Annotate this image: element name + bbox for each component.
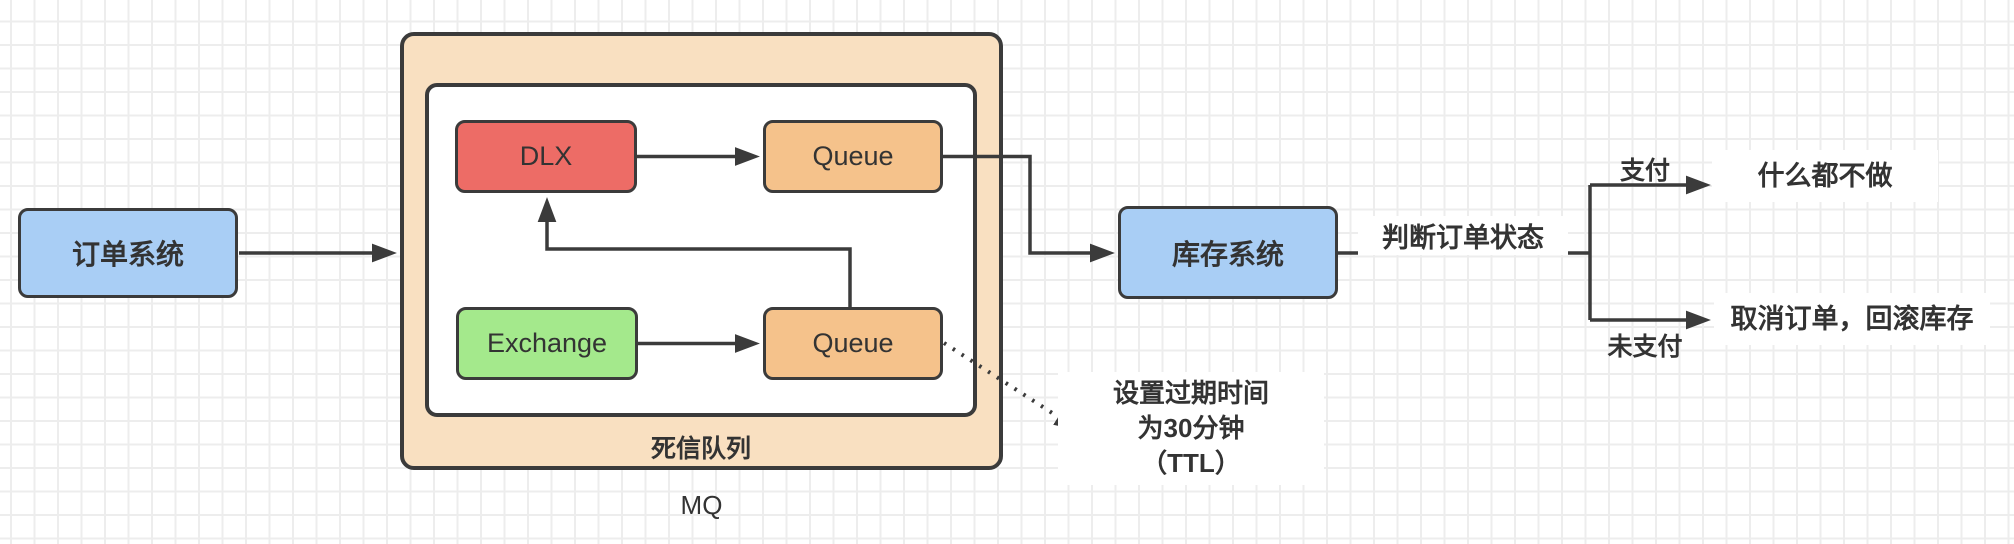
node-queue-bottom-label: Queue <box>812 328 894 358</box>
label-ttl-note-line1: 设置过期时间 <box>1112 378 1269 408</box>
node-exchange: Exchange <box>456 307 638 380</box>
label-judge-order-status: 判断订单状态 <box>1358 216 1568 255</box>
label-ttl-note-line3: （TTL） <box>1141 448 1241 478</box>
node-dlx: DLX <box>455 120 637 193</box>
label-unpaid: 未支付 <box>1607 333 1683 361</box>
node-exchange-label: Exchange <box>486 328 608 358</box>
label-do-nothing: 什么都不做 <box>1712 150 1938 202</box>
node-inventory-system: 库存系统 <box>1118 206 1338 299</box>
node-queue-top: Queue <box>763 120 943 193</box>
label-paid: 支付 <box>1619 157 1670 185</box>
node-inventory-system-label: 库存系统 <box>1171 238 1284 270</box>
node-queue-top-label: Queue <box>812 141 894 171</box>
label-ttl-note-line2: 为30分钟 <box>1137 413 1245 443</box>
node-order-system-label: 订单系统 <box>71 239 184 270</box>
node-order-system: 订单系统 <box>18 208 238 298</box>
label-ttl-note: 设置过期时间 为30分钟 （TTL） <box>1058 372 1324 485</box>
dead-letter-zone-label: 死信队列 <box>650 435 751 463</box>
label-cancel-order-rollback: 取消订单，回滚库存 <box>1714 293 1990 345</box>
mq-container-label: MQ <box>680 490 723 520</box>
node-queue-bottom: Queue <box>763 307 943 380</box>
node-dlx-label: DLX <box>519 141 573 171</box>
